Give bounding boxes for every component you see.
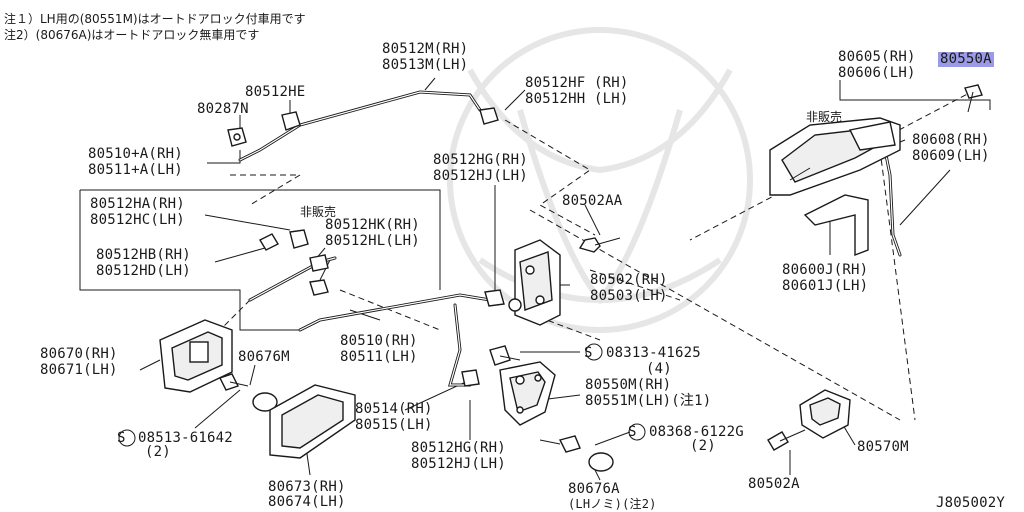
- label-80601J: 80601J(LH): [782, 278, 869, 294]
- label-80551M: 80551M(LH)(注1): [585, 393, 712, 409]
- label-80512M: 80512M(RH): [382, 41, 469, 57]
- group-bracket-80605: [839, 80, 991, 110]
- label-80570M: 80570M: [857, 439, 909, 455]
- escutcheon-80673: [269, 384, 356, 459]
- label-08368-qty: (2): [690, 438, 716, 454]
- label-80512HJ-upper: 80512HJ(LH): [433, 168, 528, 184]
- label-80510: 80510(RH): [340, 333, 418, 349]
- screw-80502AA: [578, 237, 621, 253]
- label-80605: 80605(RH): [838, 49, 916, 65]
- label-80513M: 80513M(LH): [382, 57, 469, 73]
- label-80550M: 80550M(RH): [585, 377, 672, 393]
- label-80514: 80514(RH): [355, 401, 433, 417]
- label-80512HG-upper: 80512HG(RH): [433, 152, 528, 168]
- label-80671: 80671(LH): [40, 362, 118, 378]
- label-80674: 80674(LH): [268, 494, 346, 510]
- clip-80287N: [227, 127, 247, 147]
- label-80676M: 80676M: [238, 349, 290, 365]
- label-80502AA: 80502AA: [562, 193, 623, 209]
- note-2: 注2）(80676A)はオートドアロック無車用です: [4, 28, 260, 42]
- note-1: 注１）LH用の(80551M)はオートドアロック付車用です: [4, 12, 306, 26]
- label-80502A: 80502A: [748, 476, 800, 492]
- clip-80512HE: [281, 111, 301, 131]
- s-mark-08368: S: [628, 424, 637, 440]
- label-80512HC: 80512HC(LH): [90, 212, 185, 228]
- clip-80512HK: [309, 254, 329, 272]
- cap-80676A: [588, 452, 614, 472]
- group-bracket-80510A: [79, 190, 300, 331]
- label-80670: 80670(RH): [40, 346, 118, 362]
- clip-80512HL: [309, 279, 329, 296]
- clip-80512HG-lower: [461, 369, 480, 387]
- outside-handle-80605: [769, 117, 901, 196]
- label-80676A-note: (LHノミ)(注2): [568, 497, 657, 511]
- bracket-80600J: [803, 194, 869, 257]
- label-80600J: 80600J(RH): [782, 262, 869, 278]
- label-80676A: 80676A: [568, 481, 620, 497]
- label-80512HG-lower: 80512HG(RH): [411, 440, 506, 456]
- cap-80676M: [252, 392, 278, 412]
- label-08313-qty: (4): [646, 361, 672, 377]
- screw-08513: [219, 373, 249, 391]
- label-80287N: 80287N: [197, 101, 249, 117]
- s-symbol-08513: [118, 429, 136, 447]
- s-mark-08513: S: [117, 430, 126, 446]
- screw-08313: [489, 345, 521, 366]
- label-not-for-sale-2: 非販売: [806, 110, 843, 124]
- label-80606: 80606(LH): [838, 65, 916, 81]
- screw-80502A: [767, 429, 806, 451]
- label-80512HH: 80512HH (LH): [525, 91, 629, 107]
- rod-80608: [883, 148, 902, 257]
- label-80512HL: 80512HL(LH): [325, 233, 420, 249]
- s-symbol-08313: [585, 343, 603, 361]
- clip-80512HG-upper: [484, 289, 505, 307]
- label-80608: 80608(RH): [912, 132, 990, 148]
- label-80512HE: 80512HE: [245, 84, 306, 100]
- label-80511A: 80511+A(LH): [88, 162, 183, 178]
- rod-80514: [448, 303, 472, 387]
- rod-80510: [298, 293, 492, 332]
- label-80515: 80515(LH): [355, 417, 433, 433]
- label-08368-6122G: 08368-6122G: [649, 424, 744, 440]
- label-80512HD: 80512HD(LH): [96, 263, 191, 279]
- clip-80512HF: [479, 107, 499, 125]
- s-mark-08313: S: [584, 345, 593, 361]
- lock-assembly-80502: [508, 239, 561, 326]
- label-80503: 80503(LH): [590, 288, 668, 304]
- s-symbol-08368: [628, 423, 646, 441]
- label-80512HB: 80512HB(RH): [96, 247, 191, 263]
- inside-handle-80670: [159, 319, 233, 393]
- clip-80512HA: [289, 229, 309, 249]
- remote-control-80550M: [499, 361, 556, 426]
- label-80673: 80673(RH): [268, 479, 346, 495]
- screw-80550A: [964, 84, 983, 113]
- label-80512HJ-lower: 80512HJ(LH): [411, 456, 506, 472]
- label-80511: 80511(LH): [340, 349, 418, 365]
- label-80609: 80609(LH): [912, 148, 990, 164]
- label-08313-41625: 08313-41625: [606, 345, 701, 361]
- diagram-code: J805002Y: [936, 495, 1006, 511]
- label-80512HK: 80512HK(RH): [325, 217, 420, 233]
- screw-08368: [539, 435, 581, 453]
- label-08513-qty: (2): [145, 444, 171, 460]
- watermark-emblem: [447, 27, 753, 333]
- label-80510A: 80510+A(RH): [88, 146, 183, 162]
- label-80512HA: 80512HA(RH): [90, 196, 185, 212]
- clip-80512HB: [259, 233, 279, 251]
- label-08513-61642: 08513-61642: [138, 430, 233, 446]
- label-80512HF: 80512HF (RH): [525, 75, 629, 91]
- label-not-for-sale-1: 非販売: [300, 205, 337, 219]
- group-bracket-top: [80, 189, 441, 290]
- label-80502: 80502(RH): [590, 272, 668, 288]
- striker-80570M: [799, 389, 851, 439]
- label-80550A-highlight: 80550A: [938, 51, 994, 67]
- rod-80512M: [238, 90, 482, 162]
